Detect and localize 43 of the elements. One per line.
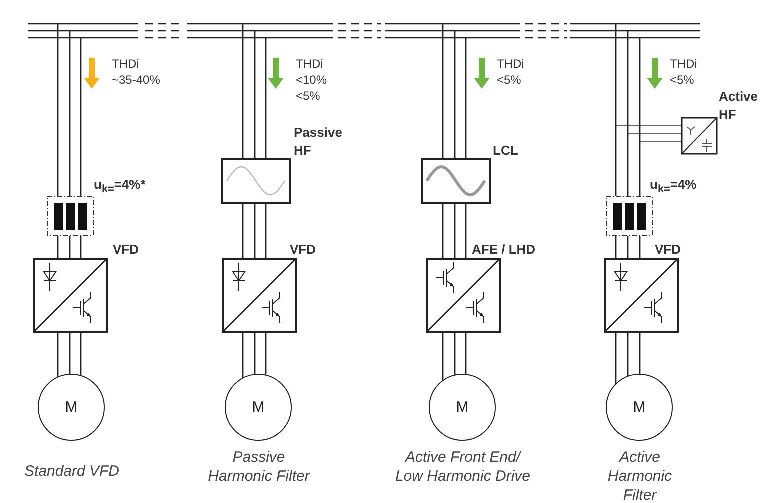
phase-conductors — [615, 332, 641, 385]
converter-symbol — [604, 258, 679, 333]
phase-conductors — [616, 126, 682, 142]
thdi-label: THDi ~35-40% — [112, 56, 162, 88]
motor-label: Active Harmonic Filter — [606, 448, 674, 503]
phase-conductors — [615, 23, 641, 197]
component-label: VFD — [113, 241, 139, 259]
converter-symbol — [222, 258, 297, 333]
motor-symbol: M — [606, 374, 673, 441]
phase-conductors — [242, 332, 267, 379]
reactor-symbol — [47, 196, 94, 236]
phase-conductors — [242, 203, 267, 259]
phase-conductors — [57, 332, 82, 378]
thdi-label: THDi <5% — [670, 56, 698, 88]
component-label: Passive HF — [294, 124, 344, 160]
thdi-label: THDi <5% — [497, 56, 526, 88]
filter-box — [221, 158, 291, 204]
component-label: LCL — [493, 142, 518, 160]
motor-symbol: M — [225, 374, 292, 441]
phase-conductors — [242, 23, 267, 159]
filter-box — [421, 158, 491, 204]
motor-label: Passive Harmonic Filter — [207, 448, 312, 486]
phase-conductors — [442, 332, 467, 382]
phase-conductors — [57, 235, 82, 259]
motor-symbol: M — [429, 374, 496, 441]
motor-label: Active Front End/ Low Harmonic Drive — [394, 448, 532, 486]
phase-conductors — [442, 23, 467, 159]
reactor-symbol — [606, 196, 653, 236]
phase-conductors — [57, 23, 82, 197]
converter-symbol — [33, 258, 108, 333]
active-filter-symbol — [681, 117, 718, 155]
component-label: VFD — [290, 241, 316, 259]
component-label: u$_{k=}$=4%* — [94, 176, 146, 198]
phase-conductors — [615, 235, 641, 259]
component-label: VFD — [655, 241, 681, 259]
motor-symbol: M — [38, 374, 105, 441]
phase-conductors — [442, 203, 467, 259]
component-label: Active HF — [719, 88, 760, 124]
component-label: u$_{k=}$=4% — [650, 176, 697, 198]
converter-symbol — [426, 258, 501, 333]
component-label: AFE / LHD — [472, 241, 536, 259]
motor-label: Standard VFD — [23, 462, 121, 481]
thdi-label: THDi <10% <5% — [296, 56, 328, 104]
